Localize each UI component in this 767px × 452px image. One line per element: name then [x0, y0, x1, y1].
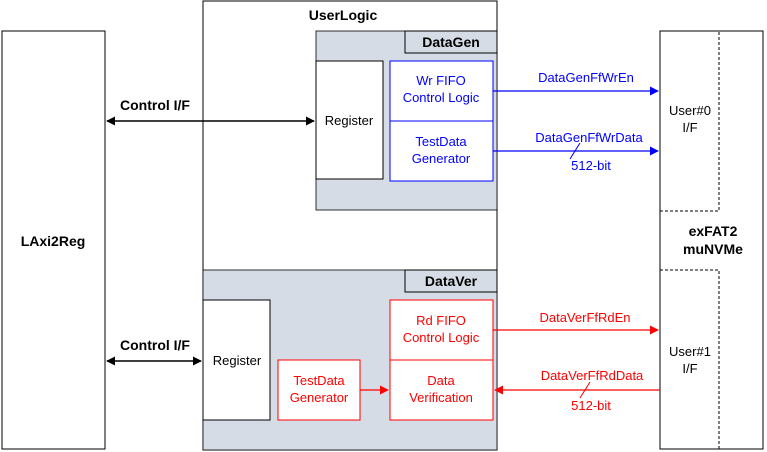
datagen-title: DataGen: [422, 34, 480, 50]
dataver-title: DataVer: [425, 273, 478, 289]
rd-fifo-label-1: Rd FIFO: [416, 313, 466, 328]
datagen-register-box: [315, 60, 384, 180]
control-if-top-label: Control I/F: [120, 97, 190, 113]
userlogic-title: UserLogic: [309, 7, 378, 23]
datagen-width-label: 512-bit: [571, 158, 611, 173]
exfat2-munvme-block: [659, 30, 764, 450]
exfat2-label: exFAT2: [689, 223, 738, 239]
verif-label-1: Data: [427, 373, 455, 388]
munvme-label: muNVMe: [683, 241, 743, 257]
dataver-title-box: [404, 269, 498, 293]
dataver-rd-data-label: DataVerFfRdData: [541, 368, 644, 383]
datagen-title-box: [404, 30, 498, 54]
wr-fifo-label-1: Wr FIFO: [416, 73, 466, 88]
testdata-generator-gen-box: [389, 120, 494, 182]
user1-if-label-1: User#1: [669, 344, 711, 359]
control-if-bottom-label: Control I/F: [120, 337, 190, 353]
datagen-register-label: Register: [325, 113, 374, 128]
datagen-bus-slash: [569, 142, 581, 160]
datagen-wr-en-label: DataGenFfWrEn: [538, 70, 634, 85]
dataver-rd-en-label: DataVerFfRdEn: [539, 310, 630, 325]
testdata-ver-label-2: Generator: [290, 390, 349, 405]
dataver-width-label: 512-bit: [571, 398, 611, 413]
user1-if-label-2: I/F: [682, 361, 697, 376]
datagen-wr-data-label: DataGenFfWrData: [535, 130, 643, 145]
user0-if-label-1: User#0: [669, 103, 711, 118]
data-verification-box: [389, 359, 494, 421]
verif-label-2: Verification: [409, 390, 473, 405]
rd-fifo-label-2: Control Logic: [403, 330, 480, 345]
user0-if-label-2: I/F: [682, 120, 697, 135]
testdata-ver-label-1: TestData: [293, 373, 345, 388]
laxi2reg-label: LAxi2Reg: [21, 233, 86, 249]
laxi2reg-block: [1, 30, 106, 450]
dataver-register-box: [202, 299, 271, 421]
testdata-generator-ver-box: [277, 359, 361, 421]
testdata-gen-label-2: Generator: [412, 151, 471, 166]
dataver-register-label: Register: [213, 353, 262, 368]
dataver-bus-slash: [579, 381, 591, 399]
testdata-gen-label-1: TestData: [415, 134, 467, 149]
wr-fifo-label-2: Control Logic: [403, 90, 480, 105]
